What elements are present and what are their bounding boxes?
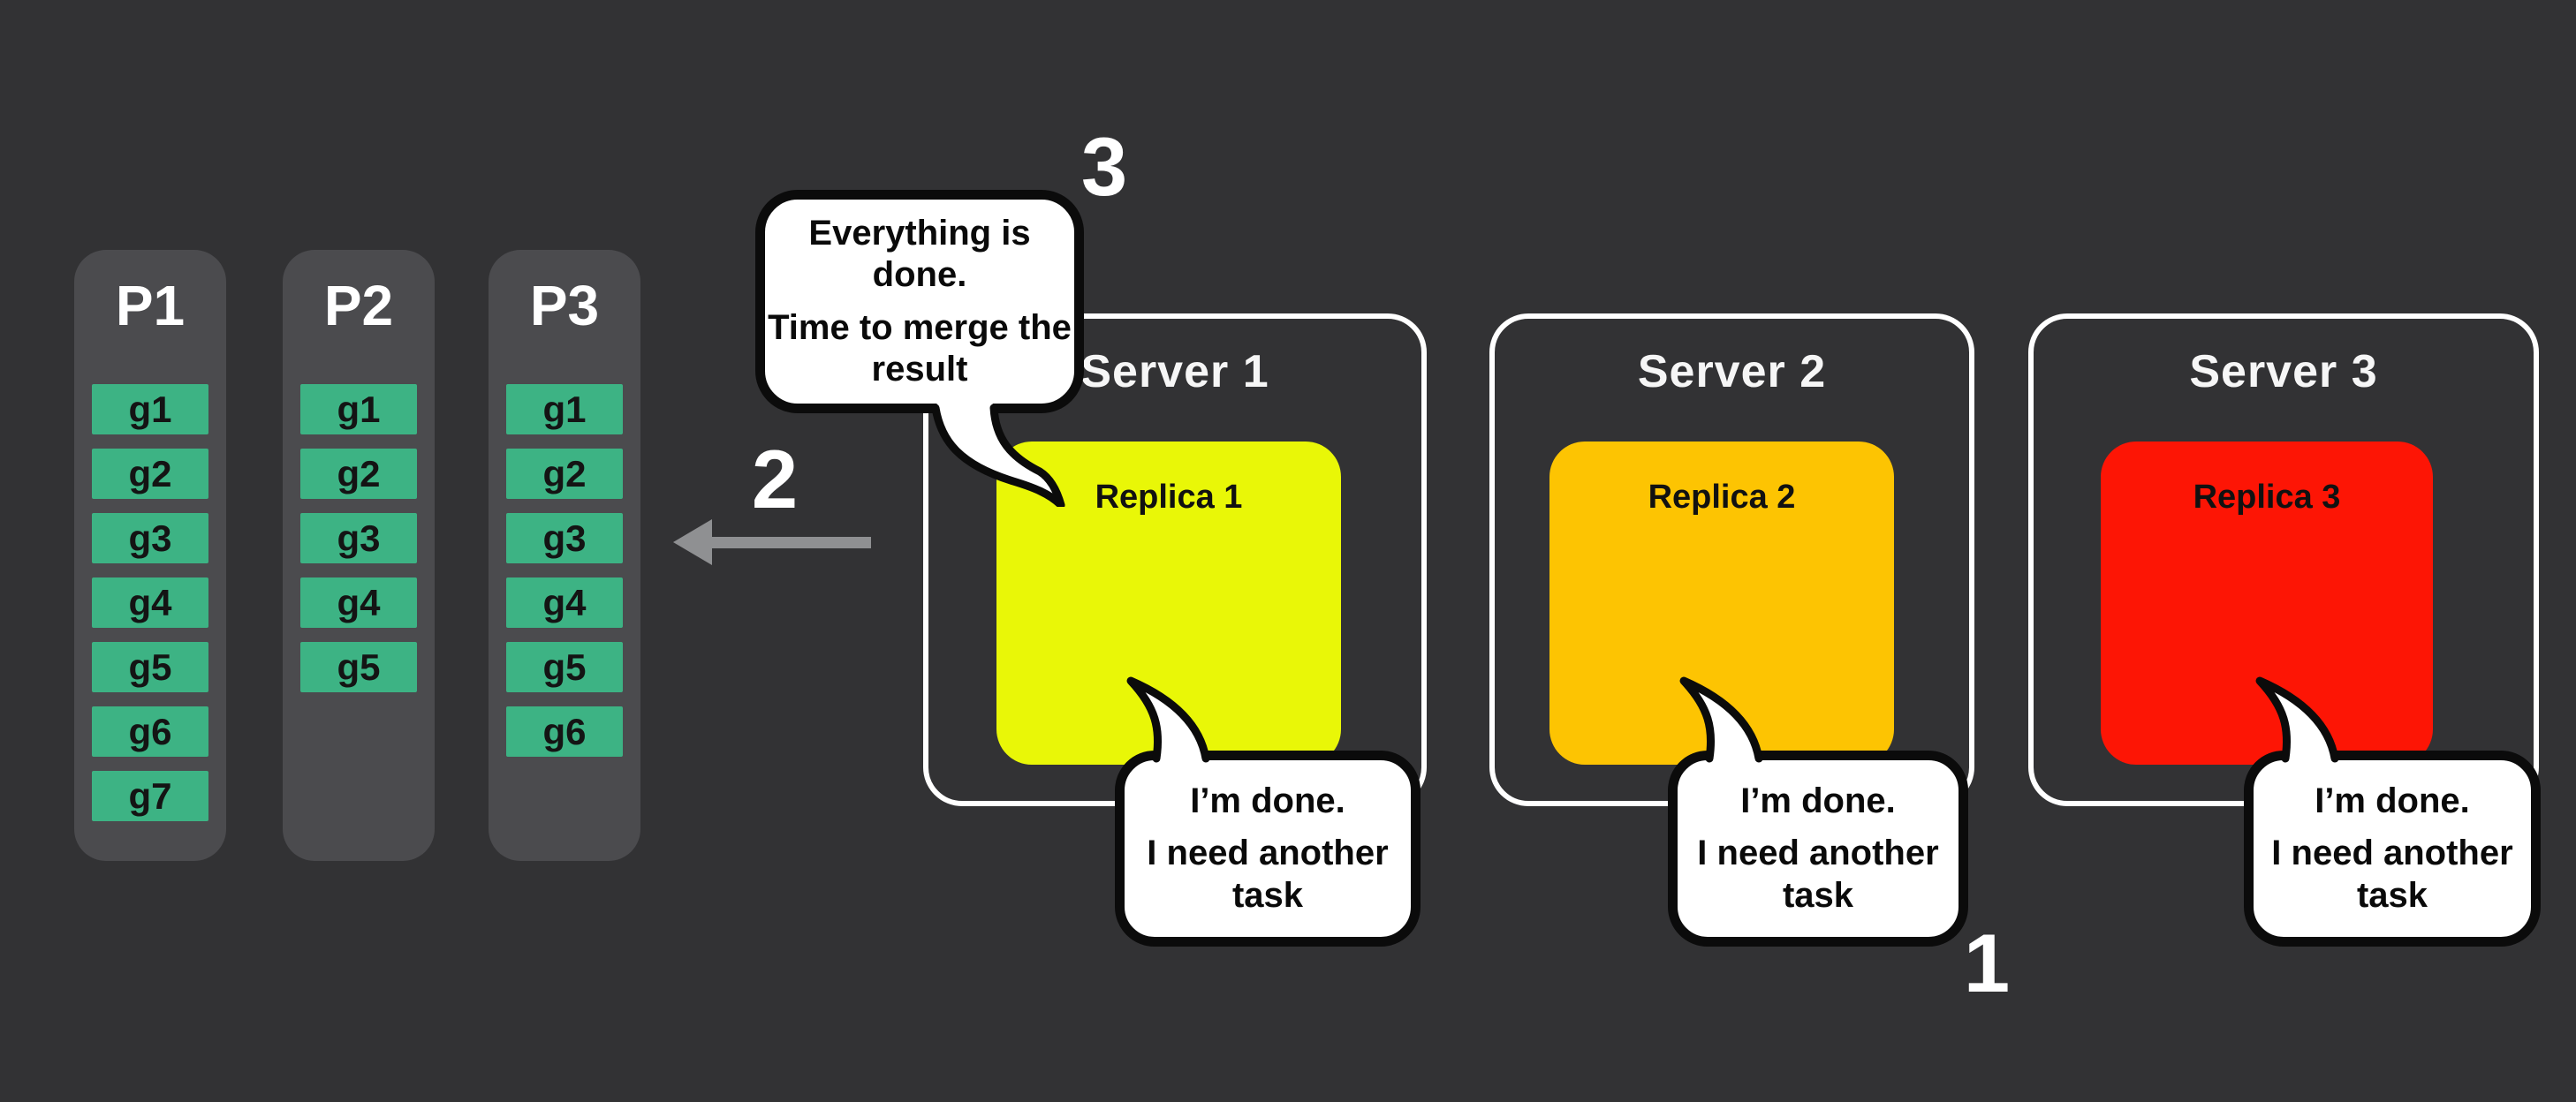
task-block: g3 bbox=[300, 513, 417, 563]
task-block: g3 bbox=[92, 513, 208, 563]
partition-p2: P2 g1 g2 g3 g4 g5 bbox=[283, 250, 435, 861]
merge-speech-bubble: Everything is done. Time to merge the re… bbox=[755, 190, 1084, 413]
done-bubble-server-1: I’m done. I need another task bbox=[1115, 751, 1421, 947]
done-bubble-line-2: I need another task bbox=[1697, 834, 1939, 915]
done-bubble-line-2: I need another task bbox=[1147, 834, 1389, 915]
merge-bubble-tail bbox=[931, 396, 1065, 507]
arrow-left-icon bbox=[673, 519, 871, 565]
task-block: g4 bbox=[506, 577, 623, 628]
task-block: g5 bbox=[506, 642, 623, 692]
partition-p1-label: P1 bbox=[115, 274, 186, 337]
server-1-label: Server 1 bbox=[1080, 346, 1269, 397]
task-block: g4 bbox=[92, 577, 208, 628]
step-2-label: 2 bbox=[751, 433, 799, 525]
task-block: g2 bbox=[300, 449, 417, 499]
done-bubble-line-1: I’m done. bbox=[1740, 781, 1896, 821]
partition-p3: P3 g1 g2 g3 g4 g5 g6 bbox=[489, 250, 640, 861]
partition-p1-task-list: g1 g2 g3 g4 g5 g6 g7 bbox=[92, 384, 208, 821]
task-block: g5 bbox=[92, 642, 208, 692]
done-bubble-tail-3 bbox=[2255, 676, 2339, 774]
task-block: g3 bbox=[506, 513, 623, 563]
server-2-label: Server 2 bbox=[1637, 346, 1827, 397]
done-bubble-server-3: I’m done. I need another task bbox=[2244, 751, 2541, 947]
task-block: g2 bbox=[506, 449, 623, 499]
done-bubble-line-2: I need another task bbox=[2271, 834, 2513, 915]
done-bubble-tail-1 bbox=[1126, 676, 1210, 774]
merge-bubble-line-1: Everything is done. bbox=[808, 214, 1031, 295]
task-block: g1 bbox=[506, 384, 623, 434]
task-block: g6 bbox=[92, 706, 208, 757]
task-block: g7 bbox=[92, 771, 208, 821]
server-3-label: Server 3 bbox=[2189, 346, 2378, 397]
task-block: g1 bbox=[92, 384, 208, 434]
task-block: g2 bbox=[92, 449, 208, 499]
partition-p2-label: P2 bbox=[323, 274, 394, 337]
task-block: g6 bbox=[506, 706, 623, 757]
arrow-shaft bbox=[708, 537, 871, 548]
partition-p3-label: P3 bbox=[529, 274, 600, 337]
step-3-label: 3 bbox=[1080, 120, 1128, 213]
done-bubble-line-1: I’m done. bbox=[1190, 781, 1345, 821]
replica-2-label: Replica 2 bbox=[1648, 479, 1796, 516]
task-block: g4 bbox=[300, 577, 417, 628]
replica-3-label: Replica 3 bbox=[2193, 479, 2341, 516]
partition-p3-task-list: g1 g2 g3 g4 g5 g6 bbox=[506, 384, 623, 757]
arrow-head bbox=[673, 519, 712, 565]
done-bubble-line-1: I’m done. bbox=[2315, 781, 2470, 821]
step-1-label: 1 bbox=[1963, 917, 2011, 1009]
task-block: g1 bbox=[300, 384, 417, 434]
merge-bubble-line-2: Time to merge the result bbox=[768, 307, 1072, 389]
partition-p2-task-list: g1 g2 g3 g4 g5 bbox=[300, 384, 417, 692]
done-bubble-server-2: I’m done. I need another task bbox=[1668, 751, 1968, 947]
done-bubble-tail-2 bbox=[1679, 676, 1763, 774]
replica-1-label: Replica 1 bbox=[1095, 479, 1243, 516]
replica-3-box: Replica 3 bbox=[2101, 442, 2433, 765]
task-block: g5 bbox=[300, 642, 417, 692]
partition-p1: P1 g1 g2 g3 g4 g5 g6 g7 bbox=[74, 250, 226, 861]
